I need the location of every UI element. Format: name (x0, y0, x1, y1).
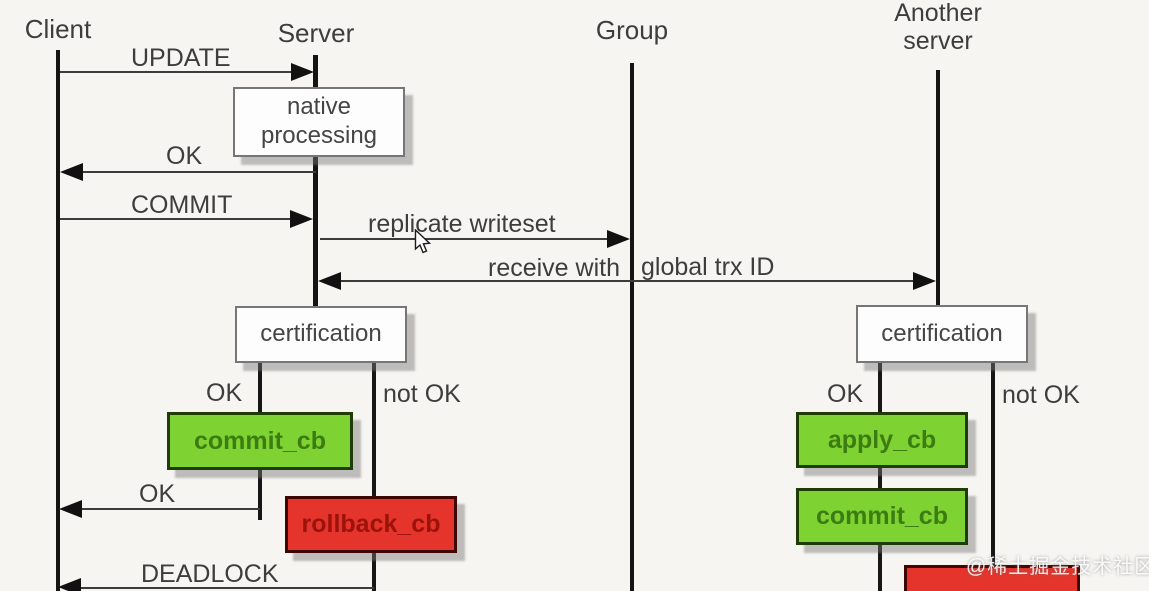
arrow-commit (60, 218, 292, 220)
box-certification-left: certification (235, 306, 407, 363)
arrowhead-replicate-writeset-icon (607, 230, 630, 248)
box-rollback-cb-left-label: rollback_cb (301, 510, 441, 538)
lifeline-group (630, 63, 634, 591)
branch-ok-right-upper (878, 362, 882, 414)
arrowhead-deadlock-icon (58, 578, 81, 591)
arrow-ok-commit (80, 508, 260, 510)
arrow-ok-native (80, 171, 316, 173)
branch-not-ok-left-lower (372, 551, 376, 591)
actor-label-another-server: Another server (894, 0, 982, 55)
arrow-deadlock (80, 587, 374, 589)
branch-ok-left-upper (258, 362, 262, 414)
lifeline-server (313, 55, 318, 307)
arrow-update (60, 71, 293, 73)
message-label-commit: COMMIT (131, 191, 233, 219)
box-commit-cb-right-label: commit_cb (816, 502, 948, 530)
branch-not-ok-left-upper (372, 362, 376, 498)
branch-ok-right-middle (878, 466, 882, 490)
branch-ok-left-lower (258, 467, 262, 520)
message-label-receive-with: receive with (488, 254, 620, 282)
box-certification-left-label: certification (260, 320, 382, 348)
arrowhead-commit-icon (290, 210, 313, 228)
branch-label-not-ok-right: not OK (1002, 381, 1080, 409)
box-commit-cb-left: commit_cb (167, 412, 353, 470)
box-commit-cb-right: commit_cb (796, 488, 968, 545)
arrow-receive-global-trx (336, 280, 918, 282)
message-label-ok-native: OK (166, 142, 203, 170)
message-label-deadlock: DEADLOCK (141, 560, 279, 588)
box-apply-cb-right: apply_cb (796, 412, 968, 468)
arrowhead-update-icon (291, 63, 314, 81)
branch-label-not-ok-left: not OK (383, 380, 461, 408)
message-label-replicate-writeset: replicate writeset (368, 210, 556, 238)
branch-ok-right-lower (878, 543, 882, 591)
message-label-ok-commit: OK (139, 480, 176, 508)
message-label-update: UPDATE (131, 44, 231, 72)
arrow-replicate-writeset (320, 238, 610, 240)
branch-not-ok-right (991, 362, 995, 566)
actor-label-server: Server (277, 18, 355, 48)
branch-label-ok-left: OK (206, 379, 243, 407)
box-rollback-cb-left: rollback_cb (285, 496, 457, 553)
box-certification-right-label: certification (881, 319, 1003, 347)
box-commit-cb-left-label: commit_cb (194, 426, 326, 455)
watermark-text: @稀土掘金技术社区 (966, 556, 1149, 578)
box-native-processing-label: native processing (260, 93, 378, 149)
box-apply-cb-right-label: apply_cb (827, 425, 937, 454)
actor-label-client: Client (24, 14, 92, 44)
lifeline-client (56, 50, 60, 591)
actor-label-group: Group (595, 15, 669, 45)
arrowhead-receive-left-icon (318, 272, 341, 290)
message-label-global-trx-id: global trx ID (641, 253, 775, 281)
arrowhead-ok-commit-icon (59, 500, 82, 518)
mouse-cursor-icon[interactable] (414, 228, 432, 260)
branch-label-ok-right: OK (827, 380, 864, 408)
arrowhead-ok-native-icon (60, 163, 83, 181)
arrowhead-receive-right-icon (913, 272, 936, 290)
box-certification-right: certification (856, 305, 1028, 363)
lifeline-another-server (936, 70, 940, 306)
box-native-processing: native processing (233, 87, 405, 157)
box-discard-right: discard (904, 565, 1080, 591)
